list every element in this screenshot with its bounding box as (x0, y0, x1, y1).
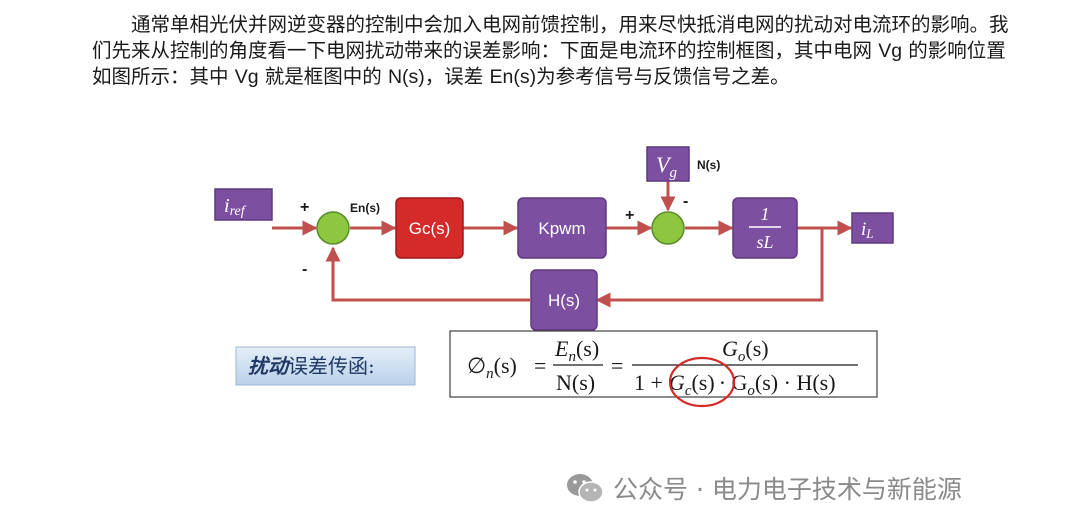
svg-text:1: 1 (761, 204, 770, 224)
gc-highlight-circle (668, 356, 736, 408)
svg-text:∅n(s): ∅n(s) (467, 353, 517, 382)
watermark: 公众号 · 电力电子技术与新能源 (565, 468, 962, 508)
input-iref-box: iref (214, 188, 273, 221)
pwm-gain-block: Kpwm (517, 197, 607, 259)
callout-label: 扰动误差传函: (235, 346, 416, 386)
sum1-minus-sign: - (302, 261, 307, 278)
disturbance-label: N(s) (697, 158, 720, 172)
signal-wires (272, 181, 853, 308)
svg-text:扰动误差传函:: 扰动误差传函: (248, 354, 375, 378)
svg-text:N(s): N(s) (556, 370, 595, 395)
svg-text:En(s): En(s) (554, 336, 599, 365)
wechat-icon (567, 474, 604, 503)
svg-text:=: = (534, 353, 546, 378)
intro-paragraph: 通常单相光伏并网逆变器的控制中会加入电网前馈控制，用来尽快抵消电网的扰动对电流环… (92, 13, 1009, 88)
svg-text:Kpwm: Kpwm (538, 219, 585, 238)
svg-text:iL: iL (861, 219, 874, 241)
svg-text:H(s): H(s) (548, 291, 580, 310)
controller-gc-block: Gc(s) (395, 197, 464, 259)
output-il-box: iL (851, 212, 894, 244)
svg-text:iref: iref (224, 195, 247, 219)
sum1-plus-sign: + (300, 199, 309, 216)
svg-text:1 +Gc(s)· Go(s) · H(s): 1 +Gc(s)· Go(s) · H(s) (634, 370, 836, 399)
watermark-text: 公众号 · 电力电子技术与新能源 (613, 475, 962, 504)
sum-junction-1 (316, 211, 350, 245)
sum-junction-2 (651, 211, 685, 245)
svg-text:Gc(s): Gc(s) (409, 219, 451, 238)
sum2-minus-sign: - (683, 193, 688, 210)
feedback-h-block: H(s) (530, 269, 598, 331)
error-label: En(s) (350, 201, 380, 215)
svg-text:Vg: Vg (656, 152, 677, 181)
disturbance-vg-box: Vg (646, 146, 690, 182)
svg-text:=: = (611, 353, 623, 378)
svg-text:sL: sL (756, 232, 773, 252)
plant-block: 1 sL (732, 197, 798, 259)
svg-text:Go(s): Go(s) (722, 336, 769, 365)
transfer-function-formula: ∅n(s) = En(s) N(s) = Go(s) 1 +Gc(s)· Go(… (449, 330, 878, 408)
sum2-plus-sign: + (625, 207, 634, 224)
